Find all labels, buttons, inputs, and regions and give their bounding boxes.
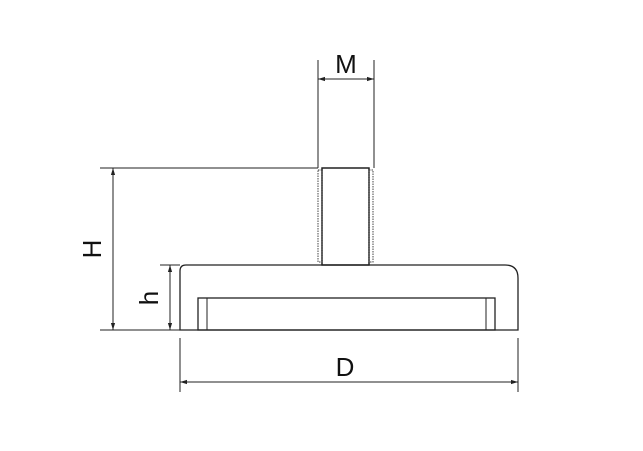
label-h: h (134, 291, 164, 305)
dimension-D: D (179, 338, 519, 392)
base-body (179, 264, 519, 331)
dimension-M: M (317, 49, 375, 168)
label-H: H (77, 240, 107, 259)
dimension-H: H (77, 167, 318, 331)
magnet-insert (197, 297, 496, 331)
label-D: D (336, 352, 355, 382)
label-M: M (335, 49, 357, 79)
dimension-h: h (134, 264, 180, 330)
threaded-stud (317, 167, 374, 266)
